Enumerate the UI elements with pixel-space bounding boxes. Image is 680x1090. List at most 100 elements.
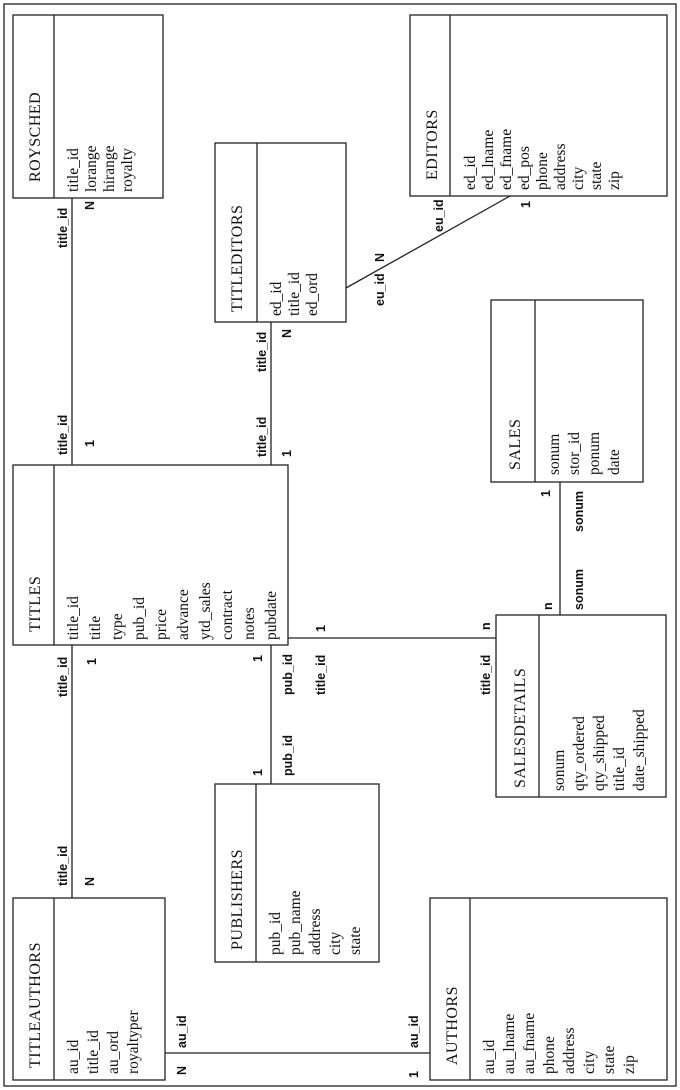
rel-key-label: pub_id (281, 654, 295, 695)
titles-field: pub_id (131, 597, 148, 640)
rel-key-label: title_id (56, 657, 70, 697)
rel-cardinality: 1 (314, 625, 328, 632)
rel-key-label: title_id (56, 415, 70, 455)
titles-field: advance (175, 589, 192, 640)
salesdetails-title: SALESDETAILS (512, 668, 529, 788)
rel-cardinality: 1 (85, 658, 99, 665)
editors-box (409, 14, 668, 197)
editors-field: zip (606, 171, 623, 190)
sales-field: stor_id (566, 432, 583, 475)
entity-titleditors[interactable]: TITLEDITORS ed_id title_id ed_ord (214, 142, 347, 323)
editors-title: EDITORS (424, 109, 441, 180)
entity-roysched[interactable]: ROYSCHED title_id lorange hirange royalt… (12, 14, 164, 199)
editors-fields: ed_id ed_lname ed_fname ed_pos phone add… (462, 129, 623, 190)
editors-field: ed_fname (498, 129, 515, 190)
salesdetails-field: sonum (551, 750, 568, 791)
titleditors-fields: ed_id title_id ed_ord (268, 272, 321, 316)
editors-field: state (588, 161, 605, 190)
entity-authors[interactable]: AUTHORS au_id au_lname au_fname phone ad… (429, 897, 668, 1081)
rel-titles-publishers: pub_id 1 pub_id 1 (251, 654, 295, 776)
publishers-fields: pub_id pub_name address city state (267, 890, 364, 955)
rel-key-label: sonum (572, 491, 586, 532)
rel-key-label: title_id (314, 655, 328, 695)
salesdetails-field: title_id (611, 747, 628, 791)
titles-field: ytd_sales (197, 582, 214, 640)
rel-key-label: eu_id (373, 273, 387, 306)
sales-title: SALES (507, 419, 524, 470)
entity-salesdetails[interactable]: SALESDETAILS sonum qty_ordered qty_shipp… (495, 614, 667, 798)
editors-field: ed_pos (516, 146, 533, 190)
rel-key-label: sonum (572, 569, 586, 610)
rel-titles-salesdetails: title_id 1 title_id n (314, 622, 493, 695)
titleauthors-field: au_id (65, 1039, 82, 1074)
authors-field: au_fname (521, 1013, 538, 1074)
rel-cardinality: 1 (519, 201, 533, 208)
titles-field: title (87, 616, 104, 640)
titleauthors-box (12, 897, 166, 1081)
publishers-field: state (347, 926, 364, 955)
rel-key-label: au_id (175, 1015, 189, 1048)
authors-fields: au_id au_lname au_fname phone address ci… (481, 1013, 638, 1074)
titles-fields: title_id title type pub_id price advance… (65, 582, 280, 640)
rel-key-label: title_id (56, 846, 70, 886)
entity-titles[interactable]: TITLES title_id title type pub_id price … (12, 464, 289, 646)
entity-sales[interactable]: SALES sonum stor_id ponum date (490, 299, 644, 483)
rel-titles-titleditors: title_id 1 title_id N (255, 329, 294, 457)
roysched-box (12, 14, 164, 199)
authors-field: au_lname (501, 1014, 518, 1074)
rel-cardinality: N (175, 1066, 189, 1075)
editors-field: ed_id (462, 155, 479, 190)
titleauthors-fields: au_id title_id au_ord royaltyper (65, 1009, 142, 1074)
rel-cardinality: N (83, 201, 97, 210)
publishers-title: PUBLISHERS (229, 849, 246, 950)
rel-key-label: eu_id (432, 199, 446, 232)
titleditors-field: title_id (286, 272, 303, 316)
titles-field: contract (219, 589, 236, 640)
rel-cardinality: 1 (251, 655, 265, 662)
authors-field: address (561, 1028, 578, 1075)
authors-title: AUTHORS (444, 986, 461, 1065)
rel-titleditors-editors: eu_id N eu_id 1 (373, 199, 533, 306)
salesdetails-fields: sonum qty_ordered qty_shipped title_id d… (551, 709, 648, 791)
rel-cardinality: 1 (407, 1071, 421, 1078)
titles-field: pubdate (263, 591, 280, 640)
salesdetails-field: date_shipped (631, 709, 648, 791)
publishers-field: city (327, 932, 344, 955)
authors-field: city (581, 1051, 598, 1074)
rel-titles-titleauthors: title_id 1 title_id N (56, 657, 99, 886)
titles-field: price (153, 609, 170, 640)
authors-field: au_id (481, 1039, 498, 1074)
rel-key-label: title_id (255, 332, 269, 372)
sales-fields: sonum stor_id ponum date (546, 432, 623, 475)
rel-titleauthors-authors: au_id N au_id 1 (175, 1015, 421, 1078)
publishers-field: pub_name (287, 890, 304, 955)
rel-key-label: title_id (479, 655, 493, 695)
rel-cardinality: 1 (251, 769, 265, 776)
publishers-field: address (307, 909, 324, 956)
authors-field: phone (541, 1036, 558, 1074)
entity-editors[interactable]: EDITORS ed_id ed_lname ed_fname ed_pos p… (409, 14, 668, 197)
salesdetails-box (495, 614, 667, 798)
roysched-fields: title_id lorange hirange royalty (65, 145, 136, 192)
entity-titleauthors[interactable]: TITLEAUTHORS au_id title_id au_ord royal… (12, 897, 166, 1081)
rel-key-label: title_id (255, 417, 269, 457)
entity-publishers[interactable]: PUBLISHERS pub_id pub_name address city … (214, 783, 380, 963)
rel-cardinality: n (541, 602, 555, 610)
titleditors-field: ed_ord (304, 273, 321, 316)
roysched-field: royalty (119, 148, 136, 192)
titles-title: TITLES (27, 576, 44, 632)
page-border (3, 3, 677, 1087)
rel-salesdetails-sales: n sonum 1 sonum (539, 490, 586, 610)
rel-cardinality: N (373, 253, 387, 262)
rel-cardinality: 1 (539, 490, 553, 497)
rel-key-label: pub_id (281, 735, 295, 776)
titleauthors-field: royaltyper (125, 1009, 142, 1074)
titleauthors-field: au_ord (105, 1031, 122, 1074)
roysched-field: lorange (83, 145, 100, 192)
rel-key-label: au_id (407, 1015, 421, 1048)
sales-box (490, 299, 644, 483)
titles-field: title_id (65, 596, 82, 640)
authors-field: zip (621, 1055, 638, 1074)
